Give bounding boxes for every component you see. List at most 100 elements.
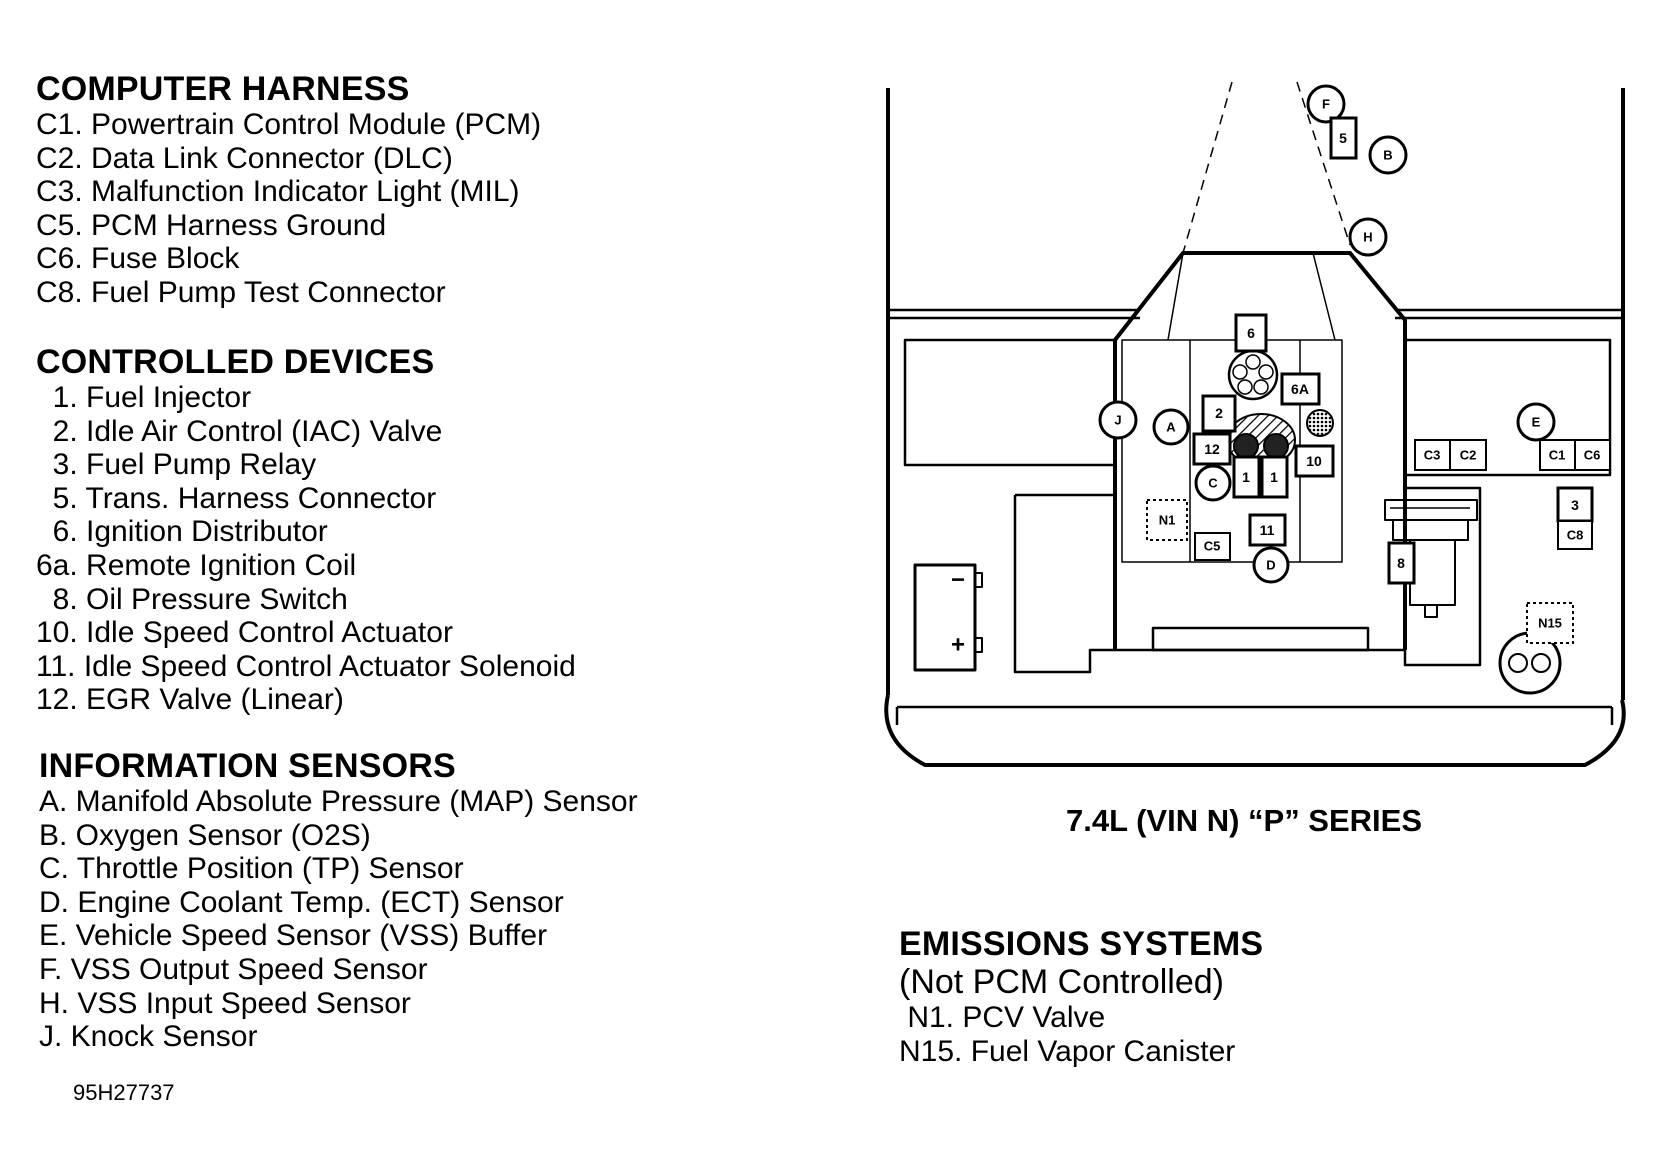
label-c2: C2 [1460,448,1477,463]
box-11 [1248,513,1287,547]
box-c5 [1194,532,1231,561]
outline-front-bumper [884,694,1626,767]
list-item: C8. Fuel Pump Test Connector [36,275,446,309]
list-item: B. Oxygen Sensor (O2S) [39,818,371,852]
label-6: 6 [1247,325,1255,341]
label-6a: 6A [1291,381,1309,397]
callout-circle-e [1516,402,1556,442]
list-item: N15. Fuel Vapor Canister [899,1034,1236,1068]
callout-d: D [1266,558,1275,573]
diagram-caption: 7.4L (VIN N) “P” SERIES [1066,803,1423,838]
callout-circle-a [1152,408,1190,446]
distributor-cap-icon [1227,349,1279,401]
distributor-post [1253,379,1269,395]
list-item: N1. PCV Valve [899,1001,1106,1034]
list-item: C5. PCM Harness Ground [36,208,387,242]
reference-number: 95H27737 [73,1080,175,1105]
box-n1 [1146,499,1188,541]
label-2: 2 [1215,405,1223,421]
filter-outlet [1424,604,1438,618]
battery-terminal-negative [974,572,983,588]
box-8 [1387,541,1416,585]
list-item: 1. Fuel Injector [36,381,252,414]
emissions-systems-section: EMISSIONS SYSTEMS (Not PCM Controlled) N… [899,925,1263,1068]
label-c1: C1 [1549,448,1566,463]
box-n15 [1526,602,1574,644]
list-item: 2. Idle Air Control (IAC) Valve [36,414,443,448]
label-1: 1 [1242,469,1250,485]
list-item: C3. Malfunction Indicator Light (MIL) [36,175,520,209]
list-item: 6a. Remote Ignition Coil [36,548,357,582]
label-3: 3 [1571,497,1579,513]
battery-positive-label: + [951,632,965,659]
callout-h: H [1363,230,1372,245]
left-fender-panel [903,338,1117,467]
label-5: 5 [1339,130,1347,146]
list-item: H. VSS Input Speed Sensor [39,986,411,1020]
list-item: J. Knock Sensor [39,1020,258,1054]
label-10: 10 [1306,453,1322,469]
list-item: 8. Oil Pressure Switch [36,582,348,616]
canister-port-left [1508,653,1528,673]
list-item: 10. Idle Speed Control Actuator [36,616,453,650]
list-item: C1. Powertrain Control Module (PCM) [36,108,542,141]
emissions-systems-subheading: (Not PCM Controlled) [899,963,1224,1001]
list-item: D. Engine Coolant Temp. (ECT) Sensor [39,885,564,919]
canister-port-right [1531,653,1551,673]
box-c6 [1574,439,1611,471]
callout-circle-d [1252,546,1290,584]
controlled-devices-heading: CONTROLLED DEVICES [36,343,435,381]
distributor-post [1232,364,1248,380]
label-n1: N1 [1159,513,1176,528]
box-6a [1280,372,1321,406]
label-12: 12 [1204,441,1220,457]
computer-harness-section: COMPUTER HARNESS C1. Powertrain Control … [36,70,541,310]
box-10 [1294,444,1335,478]
list-item: A. Manifold Absolute Pressure (MAP) Sens… [39,785,638,818]
distributor-post [1237,379,1253,395]
battery [913,563,977,672]
list-item: 6. Ignition Distributor [36,515,328,549]
list-item: C2. Data Link Connector (DLC) [36,141,453,175]
information-sensors-heading: INFORMATION SENSORS [39,747,456,785]
box-1a [1232,455,1261,499]
box-c3 [1414,439,1451,471]
radiator-top [1151,626,1370,652]
list-item: C6. Fuse Block [36,242,240,276]
list-item: 3. Fuel Pump Relay [36,448,317,482]
lower-frame-right [1403,486,1482,667]
callout-c: C [1208,476,1218,491]
box-6 [1234,313,1268,353]
box-c1 [1539,439,1576,471]
label-c3: C3 [1424,448,1441,463]
list-item: C. Throttle Position (TP) Sensor [39,852,464,886]
battery-terminal-positive [974,637,983,653]
emissions-systems-heading: EMISSIONS SYSTEMS [899,925,1264,963]
list-item: 11. Idle Speed Control Actuator Solenoid [36,649,576,683]
label-8: 8 [1397,555,1405,571]
box-c8 [1557,520,1593,550]
manifold-line-left [1167,252,1184,341]
callout-circle-h [1348,217,1388,257]
label-c6: C6 [1584,448,1601,463]
filter-cap [1384,499,1478,521]
driveshaft-line-right [1296,81,1351,246]
callout-circle-f [1306,84,1346,124]
box-1b [1260,455,1289,499]
distributor-post [1258,364,1274,380]
manifold-line-right [1312,252,1336,341]
callout-circle-b [1368,135,1408,175]
lower-frame [1013,495,1405,674]
box-5 [1329,116,1358,160]
callout-a: A [1166,420,1176,435]
computer-harness-heading: COMPUTER HARNESS [36,70,410,108]
label-n15: N15 [1538,616,1562,631]
label-11: 11 [1260,522,1275,538]
list-item: F. VSS Output Speed Sensor [39,952,428,986]
callout-circle-j [1098,400,1138,440]
box-c2 [1449,439,1487,471]
information-sensors-section: INFORMATION SENSORS A. Manifold Absolute… [39,747,638,1054]
engine-block [1121,339,1343,563]
list-item: 5. Trans. Harness Connector [36,481,437,515]
